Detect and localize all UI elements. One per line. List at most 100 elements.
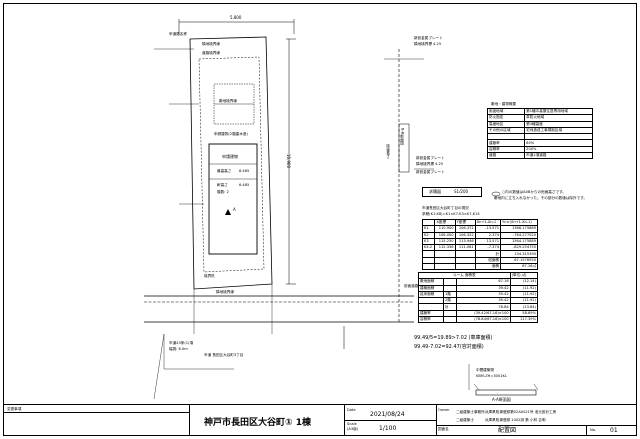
section-label-bb: B-B断面図 [400, 128, 405, 145]
area-calc-legend2: 敷地内に立ち入れなかった。その部分の数値は除外です。 [494, 196, 588, 200]
note-3: 市道 長田区大谷町3丁目 [204, 353, 244, 357]
side-label: 接道長さ [386, 144, 391, 159]
label-a: A [233, 207, 236, 212]
info-cell: 防火指定 [486, 114, 526, 122]
tb-left-header: 変更事項 [7, 407, 22, 411]
info-row: 高度地区第3種高度 [486, 120, 593, 128]
floor-cell: (11.92) [509, 290, 539, 299]
calc-cell [421, 256, 436, 265]
section-label-1: 中間建築物 [476, 368, 494, 372]
leader-1: 隣地境界線 [202, 42, 220, 46]
leader-mid1: 新設金属プレート [416, 156, 445, 160]
floor-cell: 容積率 [418, 316, 444, 324]
area-calc-formula: 求積(K1-K8)=K1×K7-K3×K7-K14 [422, 212, 480, 216]
info-cell: 第3種高度 [524, 120, 593, 128]
section-caption: A-A断面図 [492, 397, 511, 402]
owner-label: Owner [438, 408, 450, 412]
date-label: Date [347, 408, 356, 412]
info-table-title: 敷地・建物概要 [491, 102, 517, 106]
calc-cell: 111.061 [454, 244, 476, 252]
leader-2: 道路境界線 [202, 51, 220, 55]
dim-side: 10,900 [286, 154, 291, 168]
calc-cell [454, 263, 476, 271]
floor-cell: (23.84) [509, 303, 539, 311]
drawing-sheet: 5,800 10,900 甲道路名称 隣地境界線 道路境界線 敷地境界線 申請建… [3, 3, 637, 436]
floor-cell: (11.92) [509, 284, 539, 292]
calc-cell: 67.16㎡ [500, 263, 538, 271]
floor-calc-2: 99.49-7.02=92.47(容対面積) [414, 344, 484, 350]
road-label-2: 前面道路 [404, 284, 419, 288]
drawing-name: 配置図 [498, 427, 517, 434]
floor-cell: 延床面積 [418, 290, 444, 299]
info-row: 用途地域第1種中高層住居専用地域 [486, 107, 593, 116]
no-label: No. [590, 428, 596, 432]
scale: 1/100 [379, 425, 397, 432]
note-1: 市道43条(1)項 [169, 341, 194, 345]
building-floors: 階数: 2 [217, 190, 229, 194]
scale-label: Scale [347, 422, 357, 426]
leader-5: 境界杭 [204, 274, 215, 278]
floor-cell [418, 303, 444, 311]
owner-2b: 兵庫県知事登録 1002訓 第 小林 吉明 [485, 418, 546, 422]
floor-cell [442, 316, 457, 324]
info-cell: 高度地区 [486, 120, 526, 128]
leader-mid2: 隣地境界標 4.25 [416, 162, 444, 166]
area-calc-sub: 市道長田区大谷町丁目の現況 [422, 206, 469, 210]
floor-cell: 敷地面積 [418, 278, 444, 286]
leader-top2: 隣地境界標 4.25 [414, 42, 442, 46]
owner-1b: 兵庫県知事登録第02A0021号 池元設計工房 [485, 410, 557, 414]
info-cell: 用途地域 [486, 107, 526, 116]
dim-top: 5,800 [230, 15, 242, 20]
leader-6: 隣地境界線 [216, 290, 234, 294]
calc-cell: 面積 [474, 263, 502, 271]
calc-cell [434, 263, 456, 271]
building-area-val: 8.465 [239, 169, 250, 173]
info-cell: 準防火地域 [524, 114, 593, 122]
building-area-label: 最高高さ [217, 169, 232, 173]
info-row: 防火指定準防火地域 [486, 114, 593, 122]
leader-top1: 新設金属プレート [414, 36, 443, 40]
leader-3: 敷地境界線 [219, 99, 237, 103]
building-center: 申請建物 [222, 154, 238, 159]
floor-calc-1: 99.49/5=19.89>7.02 (車庫面積) [414, 335, 493, 341]
info-table: 用途地域第1種中高層住居専用地域防火指定準防火地域高度地区第3種高度その他の区域… [486, 107, 593, 160]
floor-cell: 58.69% [509, 309, 539, 318]
drawing-no: 01 [610, 427, 618, 434]
calc-cell: 106.372 [454, 225, 476, 233]
section-label-2: KBM-ZH=3001KL [476, 374, 507, 378]
road-label: 甲道路名称 [169, 32, 187, 36]
area-calc-title: 求積図 [429, 189, 441, 194]
floor-cell: (12.14) [509, 278, 539, 286]
date: 2021/08/24 [370, 411, 405, 418]
calc-cell [421, 263, 436, 271]
calc-cell [421, 250, 436, 258]
area-calc-legend: ○内の数値はA0Bからの他面高さです。 [502, 190, 566, 194]
floor-cell: 建築面積 [418, 284, 444, 292]
floor-cell: 建蔽率 [418, 309, 444, 318]
floor-cell: (78.84/67.16)×100 [455, 316, 511, 324]
calc-cell: 67.1576950 [500, 256, 538, 265]
calc-cell: 計 [474, 250, 502, 258]
info-cell: 第1種中高層住居専用地域 [524, 107, 593, 116]
info-cell: 道路 [486, 152, 526, 160]
calc-cell: 113.946 [454, 237, 476, 246]
building-eaves-val: 6.485 [239, 183, 250, 187]
calc-cell: 倍面積 [474, 256, 502, 265]
floor-area-unit: (単位:㎡) [509, 271, 539, 280]
leader-bot: 新設金属プレート [416, 170, 445, 174]
floor-cell: 117.39% [509, 316, 539, 324]
site-plan-drawing [144, 19, 539, 400]
owner-1: 二級建築士事務所 [456, 410, 485, 414]
owner-2: 二級建築士 [456, 418, 474, 422]
floor-cell: (11.92) [509, 297, 539, 305]
area-calc-scale: S1/200 [454, 189, 469, 194]
